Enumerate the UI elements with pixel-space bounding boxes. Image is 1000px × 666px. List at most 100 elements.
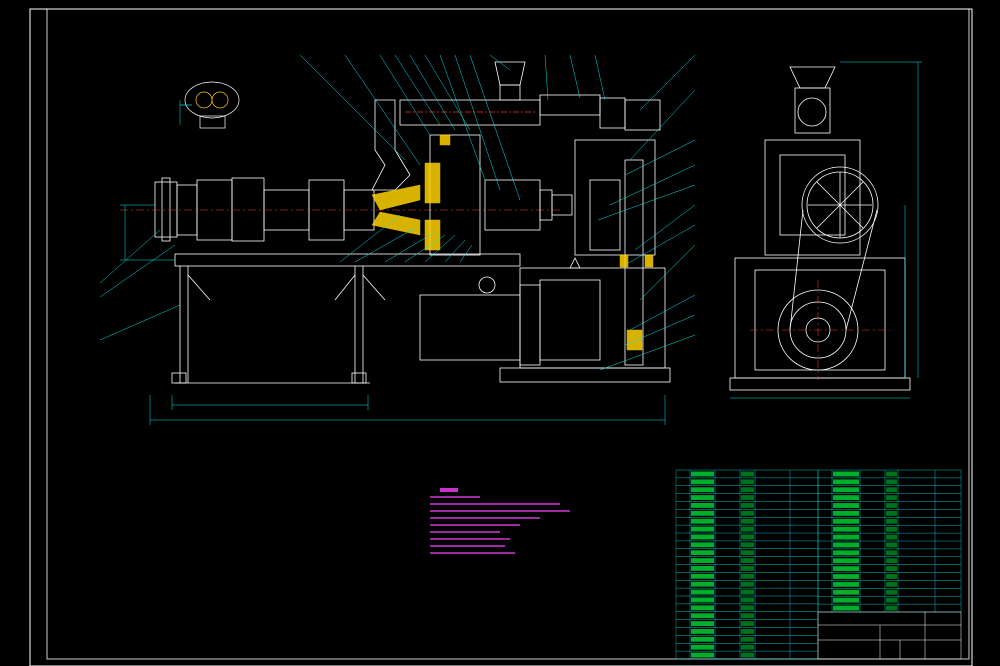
table-cell-fill — [691, 621, 714, 626]
table-cell-fill — [833, 479, 859, 485]
foot-left — [171, 372, 187, 384]
table-cell-fill — [833, 495, 859, 501]
table-cell-fill — [833, 542, 859, 548]
technical-requirements-notes — [430, 488, 570, 554]
table-cell-fill — [741, 534, 754, 540]
table-cell-fill — [691, 495, 714, 500]
table-cell-fill — [833, 503, 859, 508]
table-cell-fill — [741, 558, 754, 563]
part-leader-lines — [99, 54, 696, 371]
feeder-motor — [624, 99, 661, 131]
table-cell-fill — [886, 581, 897, 587]
table-cell-fill — [691, 613, 714, 619]
table-cell-fill — [741, 621, 754, 626]
table-cell-fill — [886, 479, 897, 485]
table-cell-fill — [691, 566, 714, 571]
title-block — [817, 611, 962, 660]
side-elevation-view — [729, 66, 911, 391]
table-cell-fill — [741, 605, 754, 611]
table-cell-fill — [741, 613, 754, 619]
table-cell-fill — [886, 550, 897, 556]
table-cell-fill — [886, 534, 897, 540]
table-cell-fill — [886, 487, 897, 493]
table-cell-fill — [741, 636, 754, 642]
table-cell-fill — [741, 487, 754, 493]
detail-view-rotors — [180, 81, 240, 129]
table-cell-fill — [886, 471, 897, 477]
table-cell-fill — [741, 566, 754, 571]
table-cell-fill — [691, 510, 714, 516]
pulley — [801, 166, 879, 244]
table-cell-fill — [886, 597, 897, 603]
table-cell-fill — [833, 566, 859, 572]
table-cell-fill — [691, 605, 714, 611]
table-cell-fill — [741, 573, 754, 579]
table-cell-fill — [833, 487, 859, 493]
table-cell-fill — [691, 542, 714, 548]
side-dimension-lines — [730, 61, 922, 399]
table-cell-fill — [886, 495, 897, 501]
table-cell-fill — [886, 542, 897, 548]
table-cell-fill — [741, 471, 754, 477]
table-cell-fill — [691, 534, 714, 540]
table-cell-fill — [741, 597, 754, 603]
table-cell-fill — [741, 629, 754, 634]
table-cell-fill — [833, 510, 859, 516]
table-cell-fill — [833, 534, 859, 540]
table-cell-fill — [691, 581, 714, 587]
table-cell-fill — [691, 629, 714, 634]
parts-list-table — [675, 469, 962, 660]
table-cell-fill — [886, 574, 897, 579]
table-cell-fill — [691, 487, 714, 493]
table-cell-fill — [741, 542, 754, 548]
table-cell-fill — [886, 558, 897, 564]
lifting-eye — [478, 276, 496, 294]
table-cell-fill — [741, 503, 754, 508]
table-cell-fill — [886, 518, 897, 524]
table-cell-fill — [691, 518, 714, 524]
table-cell-fill — [691, 573, 714, 579]
table-cell-fill — [886, 589, 897, 595]
table-cell-fill — [886, 510, 897, 516]
table-cell-fill — [741, 479, 754, 485]
table-cell-fill — [691, 644, 714, 650]
table-cell-fill — [741, 644, 754, 650]
table-cell-fill — [741, 581, 754, 587]
table-cell-fill — [833, 581, 859, 587]
side-drive-stand — [764, 139, 861, 256]
dimension-lines — [120, 100, 666, 425]
table-cell-fill — [833, 471, 859, 477]
table-cell-fill — [691, 652, 714, 658]
table-cell-fill — [833, 597, 859, 603]
table-cell-fill — [886, 566, 897, 572]
table-cell-fill — [691, 558, 714, 563]
table-cell-fill — [833, 589, 859, 595]
table-cell-fill — [691, 503, 714, 508]
table-cell-fill — [691, 526, 714, 532]
table-cell-fill — [741, 518, 754, 524]
table-cell-fill — [741, 510, 754, 516]
foot-mid — [351, 372, 367, 384]
table-cell-fill — [833, 550, 859, 556]
table-cell-fill — [741, 589, 754, 595]
table-cell-fill — [691, 550, 714, 556]
table-cell-fill — [741, 526, 754, 532]
table-cell-fill — [833, 558, 859, 564]
table-cell-fill — [741, 550, 754, 556]
table-cell-fill — [833, 574, 859, 579]
table-cell-fill — [691, 597, 714, 603]
table-cell-fill — [886, 503, 897, 508]
inner-frame — [46, 8, 970, 660]
table-cell-fill — [691, 636, 714, 642]
table-cell-fill — [691, 589, 714, 595]
table-cell-fill — [886, 526, 897, 532]
section-hatched-parts — [371, 134, 654, 351]
table-cell-fill — [833, 605, 859, 611]
drive-stand — [574, 139, 656, 256]
table-cell-fill — [833, 518, 859, 524]
table-cell-fill — [741, 495, 754, 500]
table-cell-fill — [691, 479, 714, 485]
reducer — [589, 179, 621, 251]
table-cell-fill — [886, 605, 897, 611]
